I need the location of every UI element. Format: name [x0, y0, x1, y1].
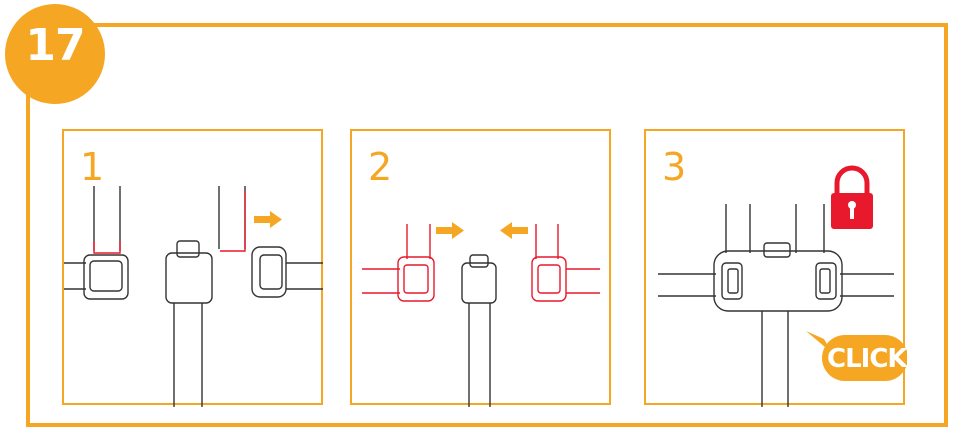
panel-number: 1 — [80, 145, 105, 189]
panel-3: 3 — [644, 129, 908, 407]
panel-1-illustration — [64, 186, 323, 407]
click-label: CLICK — [827, 344, 908, 374]
right-arrow-icon — [254, 211, 282, 228]
step-number: 17 — [25, 20, 85, 71]
panel-2-illustration — [362, 222, 600, 407]
panel-1: 1 — [62, 129, 323, 407]
step-badge: 17 — [5, 4, 105, 104]
click-bubble — [806, 331, 907, 381]
outer-frame — [26, 23, 948, 427]
panel-3-illustration — [658, 165, 907, 407]
panel-2: 2 — [350, 129, 611, 407]
padlock-icon — [831, 165, 873, 229]
panel-number: 2 — [368, 145, 393, 189]
left-arrow-icon — [500, 222, 528, 239]
right-arrow-icon — [436, 222, 464, 239]
panel-number: 3 — [662, 145, 687, 189]
